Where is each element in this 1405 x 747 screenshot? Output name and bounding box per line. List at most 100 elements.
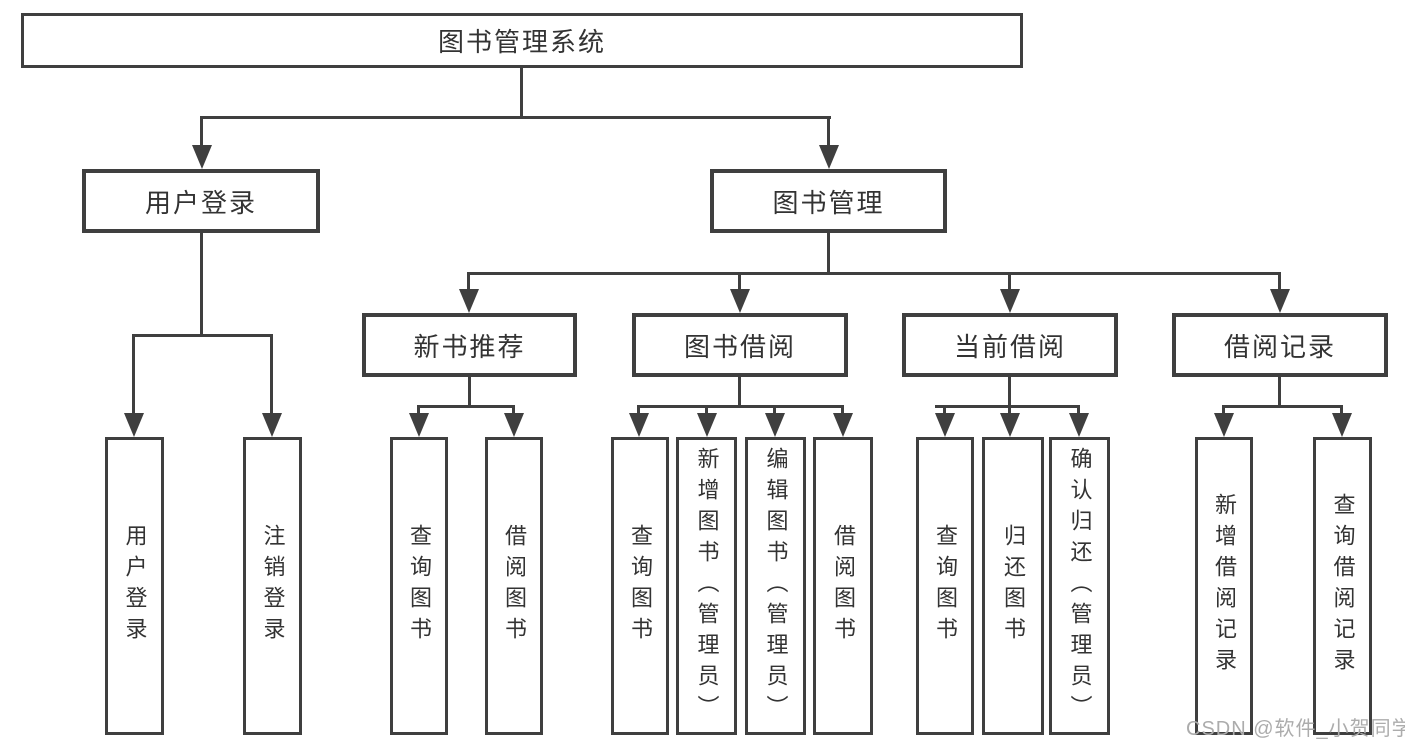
leaf-query-books-current: 查询图书 bbox=[916, 437, 974, 735]
arrow-down-icon bbox=[262, 413, 282, 437]
connector-arrow bbox=[1000, 405, 1020, 437]
leaf-label: 确认归还（管理员） bbox=[1067, 446, 1093, 726]
arrow-down-icon bbox=[819, 145, 839, 169]
connector-arrow bbox=[1214, 405, 1234, 437]
connector-arrow bbox=[697, 405, 717, 437]
arrow-down-icon bbox=[629, 413, 649, 437]
connector-arrow bbox=[1069, 405, 1089, 437]
connector-book-management-bar bbox=[468, 272, 1281, 275]
node-label: 图书管理系统 bbox=[437, 27, 606, 57]
leaf-label: 查询借阅记录 bbox=[1330, 493, 1356, 679]
leaf-query-borrow-record: 查询借阅记录 bbox=[1313, 437, 1372, 735]
arrow-down-icon bbox=[935, 413, 955, 437]
arrow-stem bbox=[1008, 272, 1011, 295]
leaf-confirm-return-admin: 确认归还（管理员） bbox=[1049, 437, 1110, 735]
arrow-down-icon bbox=[730, 289, 750, 313]
arrow-down-icon bbox=[459, 289, 479, 313]
arrow-down-icon bbox=[192, 145, 212, 169]
arrow-stem bbox=[1222, 405, 1225, 419]
arrow-down-icon bbox=[1270, 289, 1290, 313]
arrow-down-icon bbox=[833, 413, 853, 437]
leaf-label: 借阅图书 bbox=[831, 524, 856, 648]
leaf-label: 查询图书 bbox=[407, 524, 432, 648]
arrow-stem bbox=[1077, 405, 1080, 419]
connector-arrow bbox=[935, 405, 955, 437]
node-user-login: 用户登录 bbox=[82, 169, 320, 233]
leaf-label: 查询图书 bbox=[933, 524, 958, 648]
connector-arrow bbox=[765, 405, 785, 437]
leaf-logout: 注销登录 bbox=[243, 437, 302, 735]
node-label: 当前借阅 bbox=[953, 331, 1066, 362]
leaf-user-login: 用户登录 bbox=[105, 437, 164, 735]
connector-arrow bbox=[1332, 405, 1352, 437]
leaf-label: 新增图书（管理员） bbox=[694, 446, 720, 726]
leaf-query-books-recommend: 查询图书 bbox=[390, 437, 448, 735]
connector-current-borrow-bar bbox=[935, 405, 1080, 408]
arrow-stem bbox=[1278, 272, 1281, 295]
connector-book-management-stem bbox=[827, 231, 830, 275]
leaf-return-books: 归还图书 bbox=[982, 437, 1044, 735]
arrow-stem bbox=[827, 116, 830, 151]
connector-user-login-bar bbox=[133, 334, 273, 337]
leaf-edit-books-admin: 编辑图书（管理员） bbox=[745, 437, 806, 735]
leaf-label: 借阅图书 bbox=[502, 524, 527, 648]
arrow-down-icon bbox=[1069, 413, 1089, 437]
arrow-stem bbox=[738, 272, 741, 295]
arrow-stem bbox=[637, 405, 640, 419]
leaf-label: 编辑图书（管理员） bbox=[763, 446, 789, 726]
arrow-stem bbox=[467, 272, 470, 295]
connector-user-login-stem bbox=[200, 231, 203, 337]
node-root-library-system: 图书管理系统 bbox=[21, 13, 1023, 68]
connector-current-borrow-stem bbox=[1008, 375, 1011, 408]
connector-borrow-records-stem bbox=[1278, 375, 1281, 408]
arrow-stem bbox=[132, 334, 135, 419]
connector-arrow-to-current-borrow bbox=[1000, 272, 1020, 313]
leaf-add-borrow-record: 新增借阅记录 bbox=[1195, 437, 1253, 735]
connector-arrow bbox=[409, 405, 429, 437]
arrow-down-icon bbox=[765, 413, 785, 437]
node-current-borrow: 当前借阅 bbox=[902, 313, 1118, 377]
connector-arrow-to-book-management bbox=[819, 116, 839, 169]
connector-book-borrow-stem bbox=[738, 375, 741, 408]
arrow-stem bbox=[270, 334, 273, 419]
arrow-stem bbox=[943, 405, 946, 419]
connector-root-bar bbox=[201, 116, 831, 119]
connector-arrow bbox=[504, 405, 524, 437]
connector-root-stem bbox=[520, 66, 523, 119]
connector-book-borrow-bar bbox=[638, 405, 844, 408]
arrow-stem bbox=[1340, 405, 1343, 419]
node-label: 用户登录 bbox=[144, 187, 257, 218]
node-book-management: 图书管理 bbox=[710, 169, 947, 233]
arrow-down-icon bbox=[1214, 413, 1234, 437]
leaf-label: 用户登录 bbox=[122, 524, 148, 648]
arrow-stem bbox=[705, 405, 708, 419]
arrow-down-icon bbox=[124, 413, 144, 437]
leaf-add-books-admin: 新增图书（管理员） bbox=[676, 437, 737, 735]
connector-arrow-to-leaf-logout bbox=[262, 334, 282, 437]
arrow-down-icon bbox=[697, 413, 717, 437]
leaf-label: 注销登录 bbox=[260, 524, 286, 648]
node-label: 新书推荐 bbox=[413, 331, 526, 362]
connector-arrow bbox=[833, 405, 853, 437]
connector-arrow-to-user-login bbox=[192, 116, 212, 169]
arrow-stem bbox=[512, 405, 515, 419]
node-new-book-recommend: 新书推荐 bbox=[362, 313, 577, 377]
arrow-down-icon bbox=[1000, 413, 1020, 437]
leaf-label: 查询图书 bbox=[628, 524, 653, 648]
connector-arrow-to-new-book-recommend bbox=[459, 272, 479, 313]
connector-borrow-records-bar bbox=[1223, 405, 1343, 408]
arrow-stem bbox=[417, 405, 420, 419]
node-label: 图书管理 bbox=[772, 187, 885, 218]
node-label: 图书借阅 bbox=[683, 331, 796, 362]
leaf-label: 归还图书 bbox=[1001, 524, 1026, 648]
node-label: 借阅记录 bbox=[1223, 331, 1336, 362]
leaf-borrow-books: 借阅图书 bbox=[813, 437, 873, 735]
leaf-label: 新增借阅记录 bbox=[1212, 493, 1237, 679]
leaf-query-books-borrow: 查询图书 bbox=[611, 437, 669, 735]
arrow-stem bbox=[200, 116, 203, 151]
connector-arrow-to-book-borrow bbox=[730, 272, 750, 313]
arrow-down-icon bbox=[409, 413, 429, 437]
connector-arrow-to-leaf-user-login bbox=[124, 334, 144, 437]
connector-new-book-stem bbox=[468, 375, 471, 408]
